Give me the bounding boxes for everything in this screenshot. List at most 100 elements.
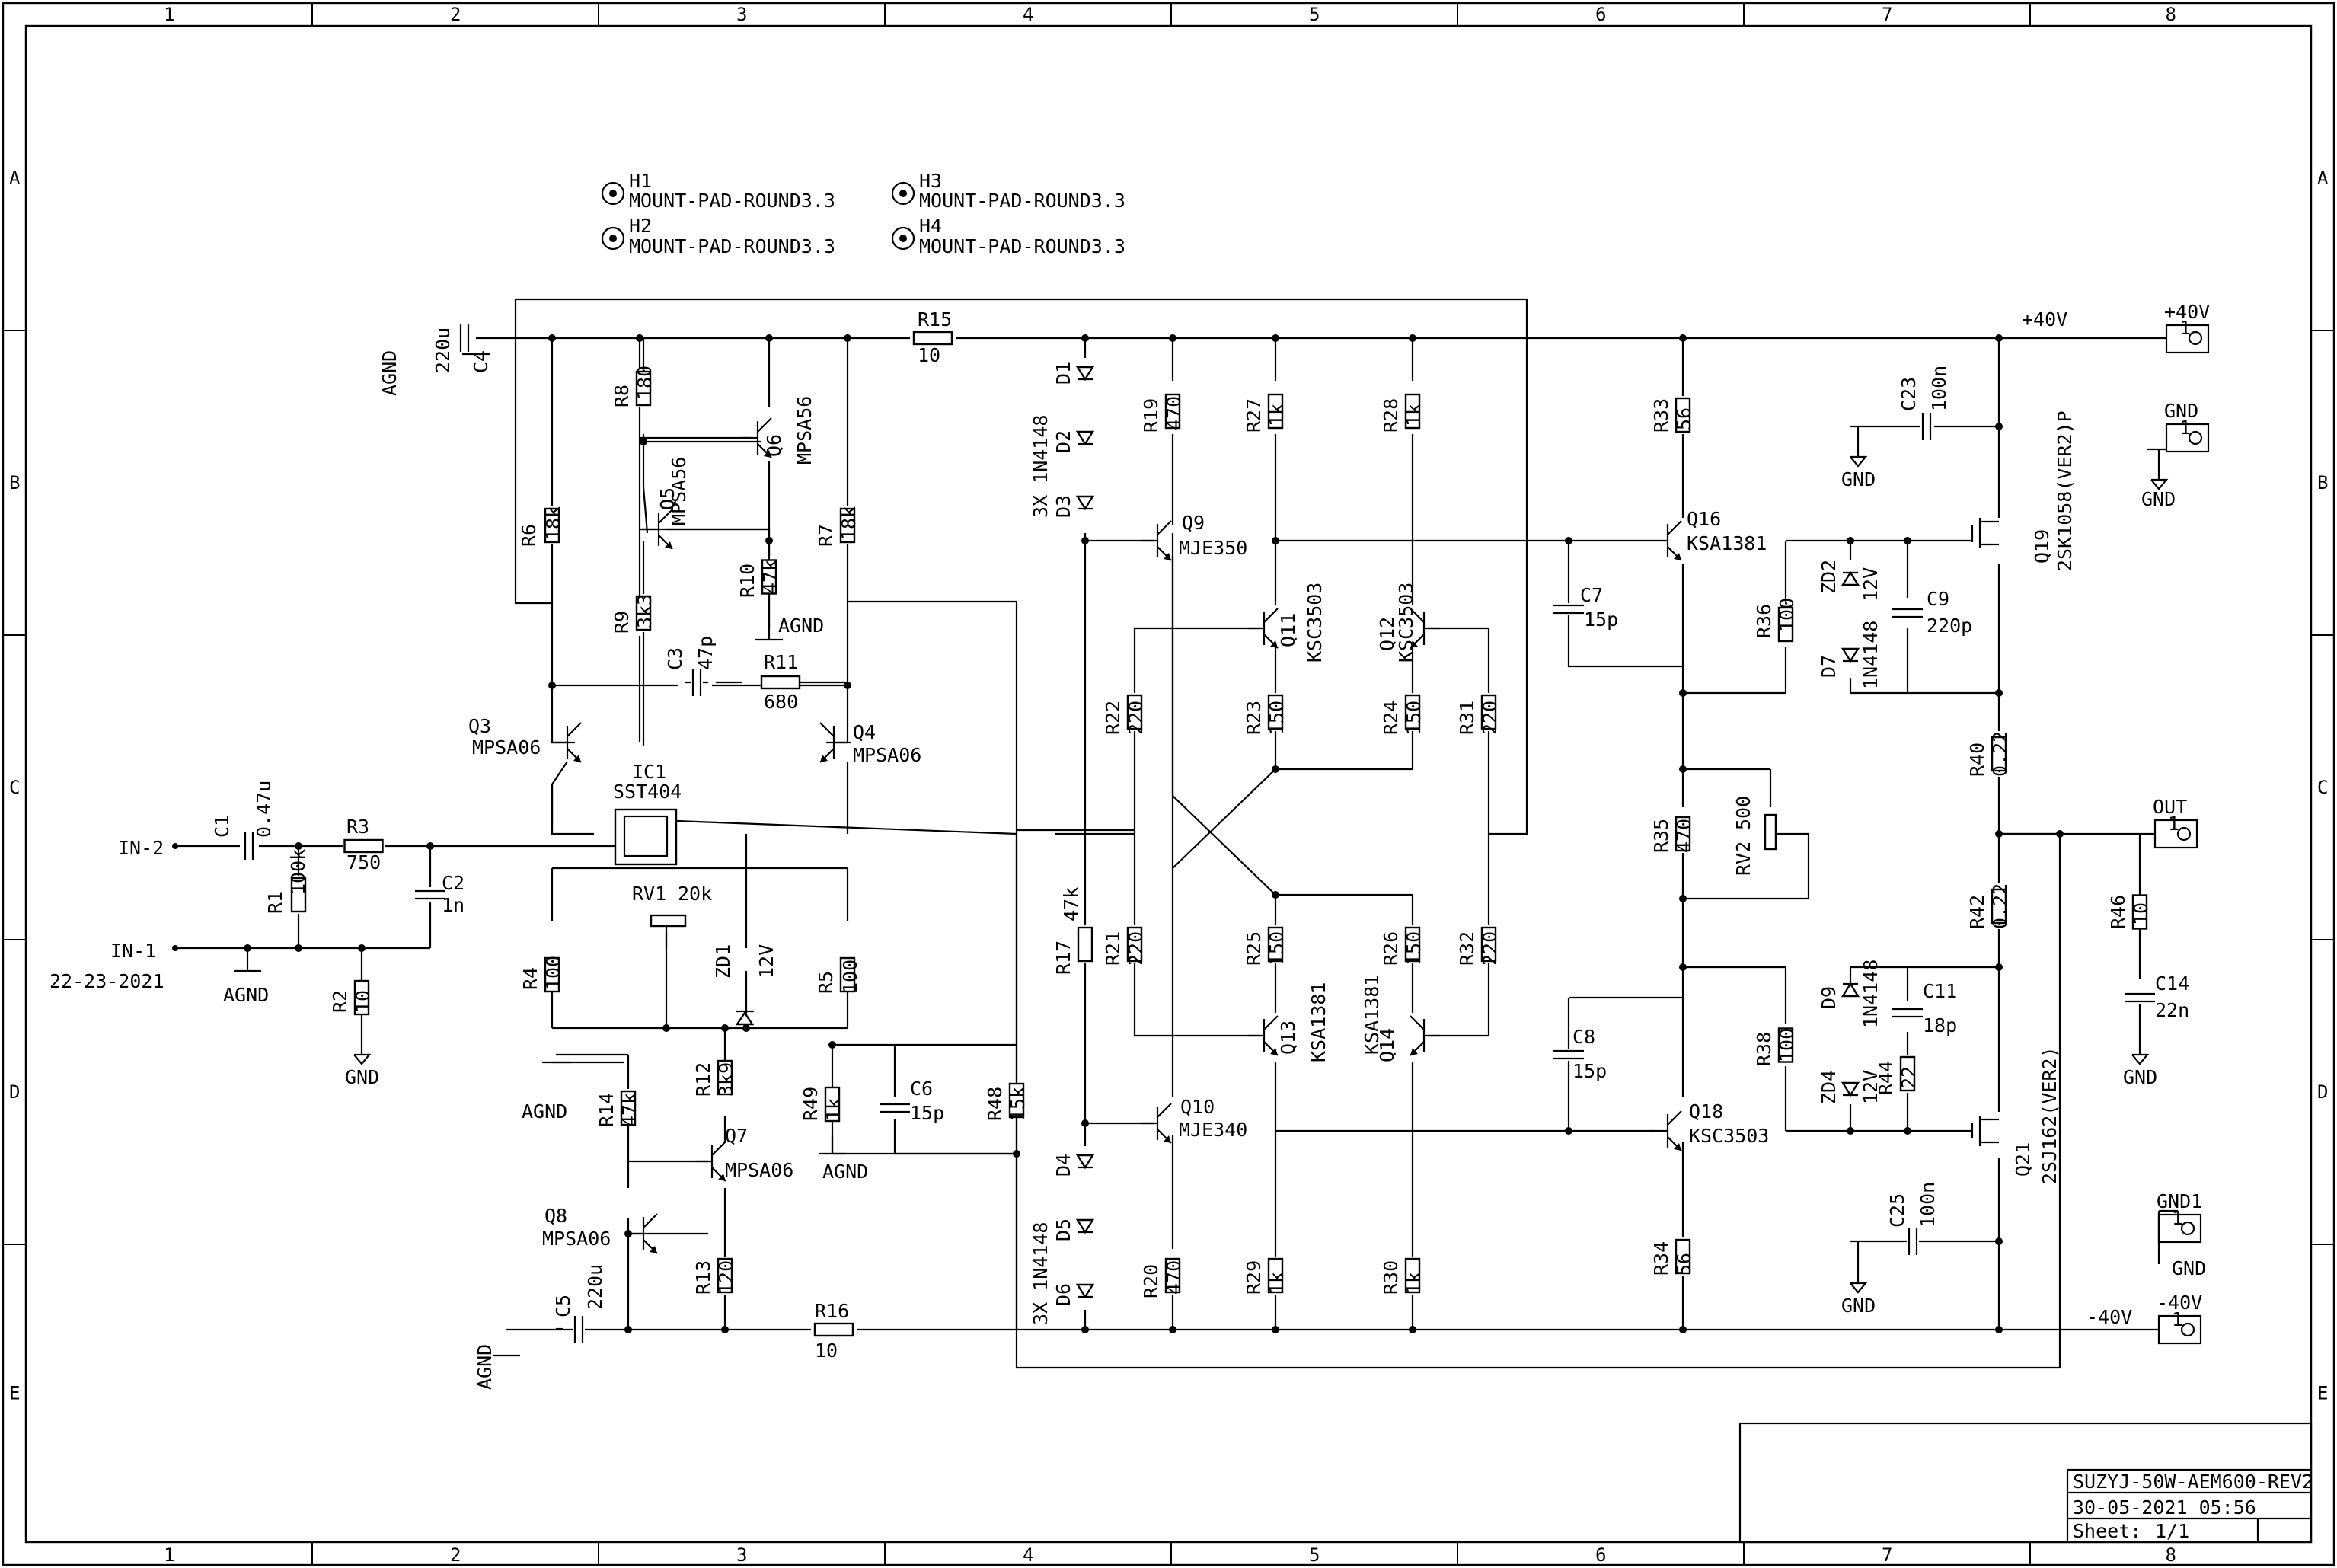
svg-text:22: 22	[1898, 1066, 1920, 1089]
svg-text:100: 100	[1776, 1028, 1798, 1062]
diode-zd4: ZD4	[1818, 1070, 1860, 1104]
svg-text:R16: R16	[815, 1300, 849, 1322]
svg-text:R12: R12	[692, 1062, 714, 1097]
agnd-symbol: AGND	[819, 1152, 868, 1183]
input-in1: IN-1	[110, 940, 156, 962]
svg-text:47k: 47k	[1060, 887, 1082, 921]
svg-text:150: 150	[1266, 931, 1288, 966]
svg-text:1: 1	[2179, 317, 2191, 339]
junction-dot	[662, 1024, 670, 1032]
svg-text:AGND: AGND	[378, 350, 401, 396]
frame-row-label: C	[9, 777, 20, 798]
svg-text:R42: R42	[1966, 895, 1988, 929]
junction-dot	[548, 334, 556, 342]
junction-dot	[624, 1326, 632, 1333]
junction-dot	[1169, 334, 1176, 342]
svg-text:R31: R31	[1456, 701, 1478, 735]
svg-text:+40V: +40V	[2164, 301, 2210, 323]
svg-text:220u: 220u	[584, 1264, 606, 1310]
junction-dot	[721, 1326, 729, 1333]
svg-text:R28: R28	[1380, 398, 1402, 433]
svg-text:C3: C3	[664, 647, 686, 670]
svg-text:Q16: Q16	[1687, 508, 1721, 530]
svg-text:Q11: Q11	[1277, 613, 1299, 647]
junction-dot	[1679, 1326, 1687, 1333]
svg-text:Q8: Q8	[544, 1205, 567, 1227]
connector-gnd1: GND1 1 GND	[2157, 1190, 2206, 1279]
svg-text:R48: R48	[984, 1087, 1006, 1121]
svg-text:RV1: RV1	[632, 883, 666, 905]
junction-dot	[1904, 1127, 1911, 1135]
svg-text:R35: R35	[1650, 819, 1672, 853]
junction-dot	[1995, 1237, 2003, 1245]
junction-dot	[1409, 334, 1416, 342]
svg-text:SST404: SST404	[613, 781, 682, 803]
svg-text:R26: R26	[1380, 931, 1402, 966]
svg-text:R3: R3	[346, 816, 369, 838]
svg-text:10: 10	[815, 1340, 838, 1362]
svg-text:470: 470	[1163, 1260, 1185, 1295]
svg-text:Q4: Q4	[853, 721, 876, 743]
svg-text:MOUNT-PAD-ROUND3.3: MOUNT-PAD-ROUND3.3	[629, 235, 835, 257]
svg-text:OUT: OUT	[2153, 796, 2187, 818]
svg-text:IC1: IC1	[632, 761, 666, 783]
svg-text:D4: D4	[1052, 1154, 1074, 1177]
frame-col-label: 4	[1023, 1544, 1033, 1566]
frame-row-label: A	[9, 168, 21, 189]
svg-text:3X 1N4148: 3X 1N4148	[1030, 1222, 1052, 1325]
svg-text:R49: R49	[800, 1087, 822, 1121]
svg-text:KSC3503: KSC3503	[1304, 583, 1326, 663]
svg-text:10: 10	[352, 990, 374, 1013]
junction-dot	[1081, 1326, 1089, 1333]
svg-text:GND: GND	[2123, 1066, 2157, 1088]
svg-text:Q10: Q10	[1180, 1096, 1215, 1118]
input-in2: IN-2	[118, 837, 164, 859]
svg-text:100k: 100k	[287, 849, 309, 895]
svg-text:47k: 47k	[759, 560, 781, 594]
connectors: +40V 1 +40V GND 1 GND OUT 1 GND1 1 GND -…	[2022, 301, 2210, 1345]
svg-text:KSA1381: KSA1381	[1361, 975, 1383, 1055]
svg-text:1n: 1n	[442, 894, 465, 916]
svg-text:500: 500	[1732, 796, 1754, 830]
diode-d7: D7	[1818, 647, 1860, 678]
svg-text:1k: 1k	[1403, 404, 1425, 426]
junction-dot	[358, 944, 366, 952]
svg-text:10: 10	[2130, 902, 2152, 925]
svg-text:18k: 18k	[542, 506, 564, 541]
svg-text:15k: 15k	[1007, 1087, 1029, 1121]
svg-text:R6: R6	[518, 524, 540, 547]
title-block: SUZYJ-50W-AEM600-REV2 30-05-2021 05:56 S…	[1738, 1422, 2313, 1544]
svg-text:MPSA06: MPSA06	[853, 744, 921, 766]
svg-text:470: 470	[1163, 396, 1185, 430]
junction-dot	[548, 682, 556, 689]
frame-col-label: 3	[736, 4, 747, 25]
junction-dot	[1679, 963, 1687, 971]
junction-dot	[1679, 895, 1687, 902]
svg-text:150: 150	[1403, 931, 1425, 966]
svg-text:C9: C9	[1927, 588, 1949, 610]
diode-d1: D1	[1052, 362, 1095, 385]
junction-dot	[1995, 830, 2003, 838]
junction-dot	[1995, 423, 2003, 430]
svg-text:12V: 12V	[1860, 1070, 1882, 1104]
frame-row-label: E	[9, 1383, 20, 1404]
frame-col-label: 8	[2166, 1544, 2176, 1566]
svg-text:MPSA56: MPSA56	[668, 457, 690, 525]
